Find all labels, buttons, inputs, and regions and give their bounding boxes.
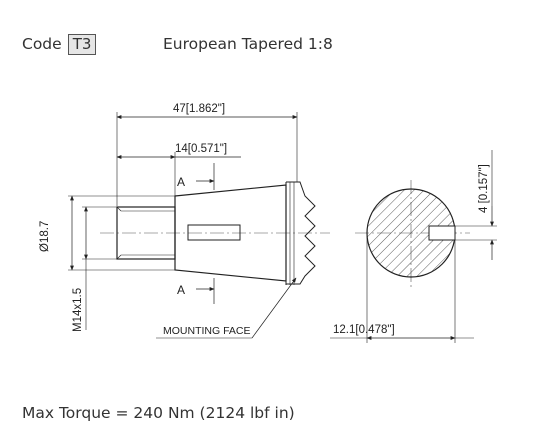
section-label-bottom: A [177, 283, 185, 297]
dim-key-height-label: 12.1[0.478"] [333, 324, 395, 336]
code-label: Code [22, 35, 62, 53]
max-torque-text: Max Torque = 240 Nm (2124 lbf in) [22, 404, 295, 422]
section-keyway [428, 225, 456, 241]
section-label-top: A [177, 175, 185, 189]
dim-diameter-label: Ø18.7 [39, 221, 51, 252]
code-row: Code T3 [22, 32, 97, 56]
dim-thread-label: M14x1.5 [72, 288, 84, 332]
shaft-break [286, 181, 316, 285]
dim-key-width-label: 4 [0.157"] [478, 164, 490, 213]
dim-taper-label: 14[0.571"] [175, 143, 227, 155]
dim-overall-label: 47[1.862"] [173, 103, 225, 115]
key-slot [187, 224, 241, 241]
mounting-face-label: MOUNTING FACE [163, 325, 251, 337]
code-badge: T3 [67, 33, 97, 55]
shaft-title: European Tapered 1:8 [163, 35, 333, 53]
